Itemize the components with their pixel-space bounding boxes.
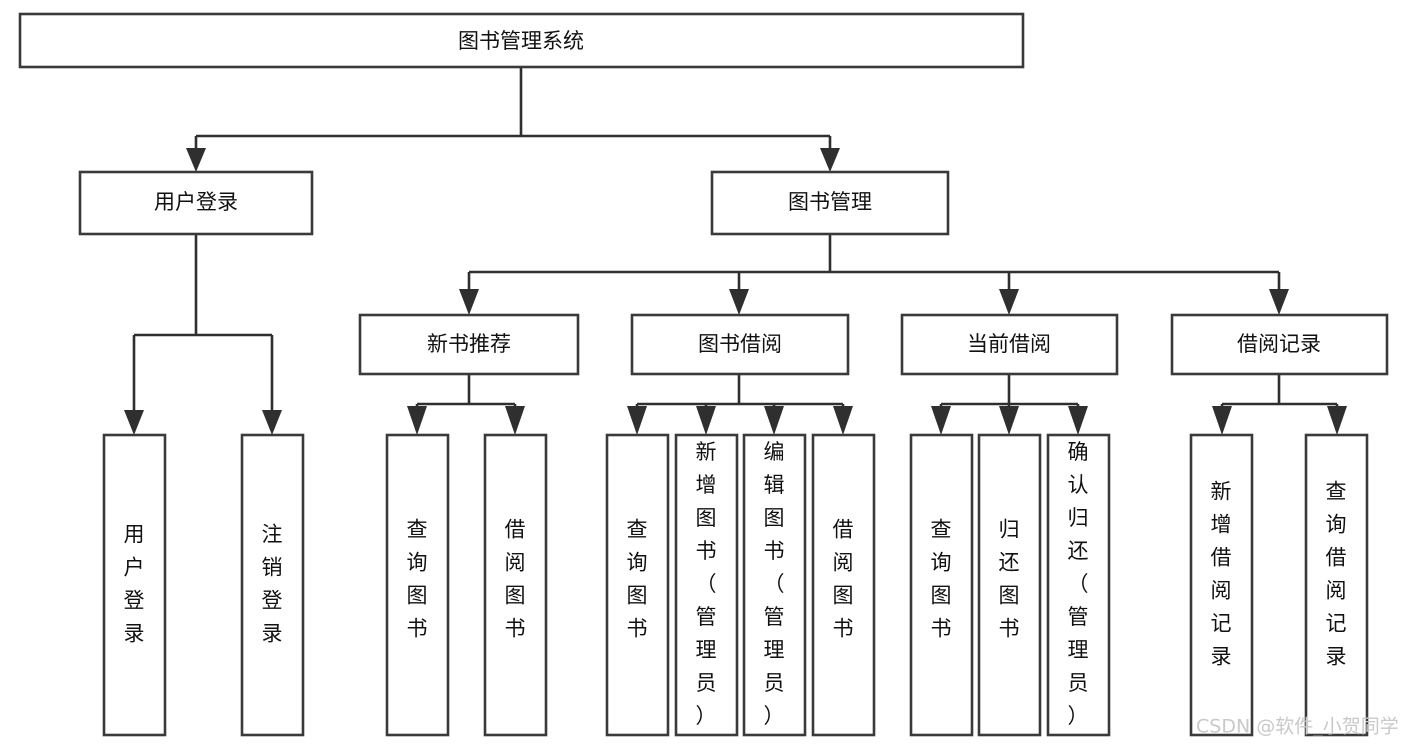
arrowhead-current-borrow [999, 289, 1019, 315]
node-current-borrow-box[interactable] [900, 313, 1119, 376]
leaf-return-book-label: 归还图书 [999, 518, 1020, 641]
leaf-borrow-book-1-label: 借阅图书 [505, 518, 526, 641]
arrowhead-book-manage [820, 148, 840, 172]
arrowhead-user-login [186, 148, 206, 172]
node-book-borrow[interactable]: 图书借阅 [630, 313, 850, 376]
leaf-add-book[interactable]: 新增图书（管理员） [674, 433, 739, 737]
arrowhead-leaf-add-record [1212, 406, 1232, 435]
leaf-query-record-label: 查询借阅记录 [1326, 480, 1347, 669]
leaf-borrow-book-1[interactable]: 借阅图书 [483, 433, 548, 737]
leaf-user-login-box[interactable] [102, 433, 167, 737]
arrowhead-leaf-user-login [124, 410, 144, 435]
leaf-user-login[interactable]: 用户登录 [102, 433, 167, 737]
node-user-login-box[interactable] [78, 170, 314, 236]
leaf-query-book-3[interactable]: 查询图书 [909, 433, 974, 737]
watermark-label: CSDN @软件_小贺同学 [1196, 716, 1399, 738]
node-new-book-recommend-label: 新书推荐 [427, 332, 511, 356]
leaf-return-book[interactable]: 归还图书 [977, 433, 1042, 737]
leaf-logout[interactable]: 注销登录 [240, 433, 305, 737]
arrowhead-leaf-borrow-book-2 [833, 406, 853, 435]
leaf-query-record-box[interactable] [1304, 433, 1369, 737]
leaf-edit-book[interactable]: 编辑图书（管理员） [742, 433, 807, 737]
leaf-query-book-2-box[interactable] [605, 433, 670, 737]
arrowhead-leaf-query-book-2 [627, 406, 647, 435]
leaf-query-book-2-label: 查询图书 [627, 518, 648, 641]
leaf-add-record-box[interactable] [1189, 433, 1254, 737]
leaf-edit-book-label: 编辑图书（管理员） [764, 440, 785, 728]
leaf-logout-box[interactable] [240, 433, 305, 737]
arrowhead-leaf-add-book [696, 406, 716, 435]
node-book-manage-box[interactable] [710, 170, 950, 236]
node-borrow-record-label: 借阅记录 [1237, 332, 1321, 356]
node-book-borrow-box[interactable] [630, 313, 850, 376]
node-new-book-recommend-box[interactable] [358, 313, 580, 376]
leaf-user-login-label: 用户登录 [124, 523, 145, 646]
node-current-borrow[interactable]: 当前借阅 [900, 313, 1119, 376]
arrowhead-new-book-recommend [459, 289, 479, 315]
node-root[interactable]: 图书管理系统 [18, 12, 1025, 69]
leaf-confirm-return[interactable]: 确认归还（管理员） [1046, 433, 1111, 737]
arrowhead-leaf-query-record [1327, 406, 1347, 435]
leaf-query-record[interactable]: 查询借阅记录 [1304, 433, 1369, 737]
node-book-borrow-label: 图书借阅 [698, 332, 782, 356]
node-borrow-record[interactable]: 借阅记录 [1170, 313, 1389, 376]
arrowhead-leaf-confirm-return [1068, 406, 1088, 435]
node-book-manage-label: 图书管理 [788, 190, 872, 214]
leaf-confirm-return-box[interactable] [1046, 433, 1111, 737]
node-borrow-record-box[interactable] [1170, 313, 1389, 376]
node-book-manage[interactable]: 图书管理 [710, 170, 950, 236]
node-root-box[interactable] [18, 12, 1025, 69]
leaf-query-book-1-box[interactable] [385, 433, 450, 737]
arrowhead-leaf-query-book-1 [407, 406, 427, 435]
leaf-add-book-box[interactable] [674, 433, 739, 737]
node-user-login[interactable]: 用户登录 [78, 170, 314, 236]
leaf-edit-book-box[interactable] [742, 433, 807, 737]
leaf-add-book-label: 新增图书（管理员） [696, 440, 717, 728]
leaf-query-book-1-label: 查询图书 [407, 518, 428, 641]
arrowhead-leaf-edit-book [764, 406, 784, 435]
node-new-book-recommend[interactable]: 新书推荐 [358, 313, 580, 376]
arrowhead-leaf-query-book-3 [931, 406, 951, 435]
leaf-query-book-3-label: 查询图书 [931, 518, 952, 641]
arrowhead-leaf-logout [262, 410, 282, 435]
leaf-confirm-return-label: 确认归还（管理员） [1068, 440, 1089, 728]
leaf-add-record[interactable]: 新增借阅记录 [1189, 433, 1254, 737]
leaf-borrow-book-2-box[interactable] [811, 433, 876, 737]
node-root-label: 图书管理系统 [458, 29, 584, 53]
node-user-login-label: 用户登录 [154, 190, 238, 214]
node-current-borrow-label: 当前借阅 [967, 332, 1051, 356]
leaf-query-book-2[interactable]: 查询图书 [605, 433, 670, 737]
leaf-add-record-label: 新增借阅记录 [1211, 480, 1232, 669]
leaf-borrow-book-2[interactable]: 借阅图书 [811, 433, 876, 737]
leaf-logout-label: 注销登录 [262, 523, 283, 646]
leaf-borrow-book-2-label: 借阅图书 [833, 518, 854, 641]
arrowhead-leaf-borrow-book-1 [505, 406, 525, 435]
arrowhead-borrow-record [1269, 289, 1289, 315]
leaf-query-book-1[interactable]: 查询图书 [385, 433, 450, 737]
leaf-borrow-book-1-box[interactable] [483, 433, 548, 737]
arrowhead-book-borrow [729, 289, 749, 315]
leaf-query-book-3-box[interactable] [909, 433, 974, 737]
leaf-return-book-box[interactable] [977, 433, 1042, 737]
arrowhead-leaf-return-book [999, 406, 1019, 435]
connector-layer [124, 67, 1347, 435]
